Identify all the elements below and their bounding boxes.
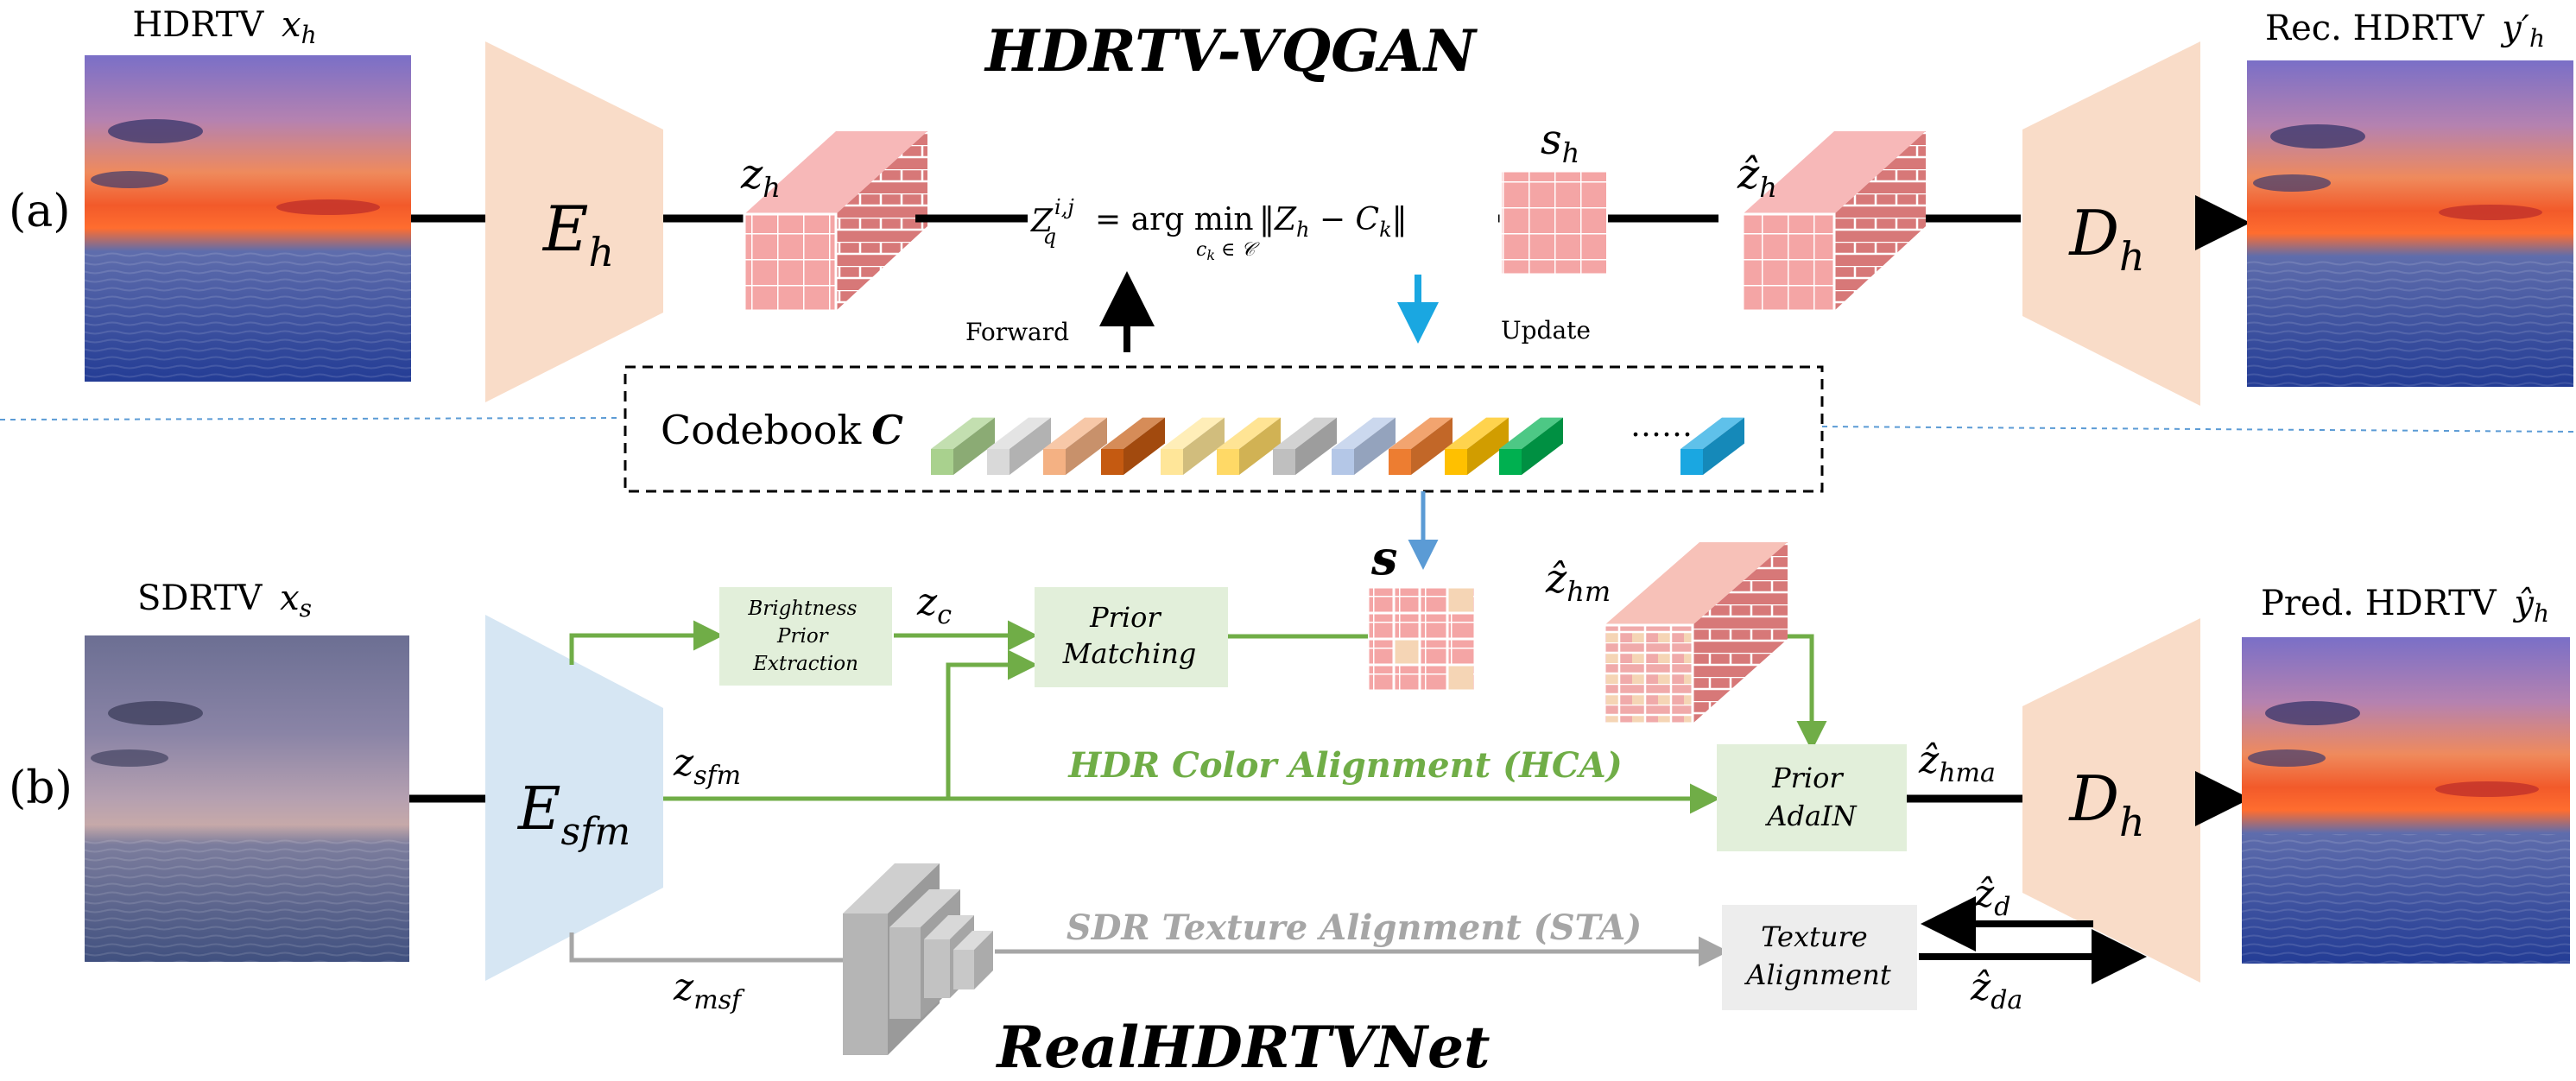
multiscale-feature-blocks [843, 863, 993, 1055]
module-prior-adain-text: Prior AdaIN [1764, 762, 1857, 832]
codebook-entry [1101, 417, 1165, 475]
module-brightness-prior-extraction [719, 587, 892, 686]
feature-cube-zhat-hm [1603, 542, 1788, 725]
codebook-ellipsis: …… [1630, 408, 1693, 444]
hdr-recon-image [2247, 60, 2573, 387]
hdr-input-image [85, 55, 411, 382]
title-hdrtv-vqgan: HDRTV-VQGAN [984, 17, 1478, 85]
codebook-entry [1680, 417, 1744, 475]
module-prior-matching-text: Prior Matching [1062, 601, 1197, 670]
hdr-input-label: HDRTV xh [132, 5, 316, 49]
svg-text:= arg min: = arg min [1095, 202, 1254, 237]
codebook-bars [931, 417, 1744, 475]
label-zsfm: zsfm [673, 741, 741, 791]
label-sh: sh [1541, 116, 1579, 169]
codebook-entry [1499, 417, 1563, 475]
gray-connectors [569, 932, 1729, 967]
hdr-pred-label: Pred. HDRTV ŷh [2261, 584, 2549, 628]
label-zmsf: zmsf [673, 965, 745, 1015]
module-brightness-text: Brightness Prior Extraction [747, 597, 863, 675]
sdr-input-label: SDRTV xs [137, 578, 312, 623]
module-texture-alignment [1722, 905, 1917, 1010]
label-zhat-h: ẑh [1737, 150, 1777, 204]
module-prior-matching [1035, 587, 1228, 687]
token-map-sh [1499, 169, 1610, 276]
svg-text:Esfm: Esfm [516, 775, 630, 854]
row-marker-a: (a) [9, 186, 71, 237]
codebook-entry [1217, 417, 1281, 475]
codebook-entry [1273, 417, 1337, 475]
codebook-entry [1161, 417, 1225, 475]
codebook-entry [1332, 417, 1396, 475]
svg-text:‖Zh − Ck‖: ‖Zh − Ck‖ [1259, 202, 1408, 242]
section-divider-left [0, 417, 623, 420]
label-sta-branch: SDR Texture Alignment (STA) [1066, 907, 1642, 948]
hdr-recon-label: Rec. HDRTV y′h [2265, 9, 2545, 53]
row-marker-b: (b) [9, 762, 73, 814]
svg-text:Dh: Dh [2067, 197, 2144, 280]
codebook-entry [1043, 417, 1107, 475]
token-map-s [1366, 585, 1477, 692]
title-realhdrtvnet: RealHDRTVNet [995, 1014, 1490, 1081]
label-s: s [1370, 530, 1397, 585]
label-zc: zc [916, 580, 952, 630]
codebook-entry [987, 417, 1051, 475]
codebook-entry [1389, 417, 1453, 475]
label-hca-branch: HDR Color Alignment (HCA) [1067, 745, 1622, 786]
label-forward: Forward [965, 318, 1069, 346]
decoder-dh-bottom: Dh [2022, 618, 2200, 983]
label-zhat-hma: ẑhma [1918, 738, 1996, 788]
label-update: Update [1501, 316, 1591, 345]
feature-cube-zh [743, 131, 927, 313]
encoder-eh: Eh [485, 41, 663, 402]
svg-text:Zi,jq: Zi,jq [1030, 195, 1074, 249]
codebook-entry [931, 417, 995, 475]
label-zhat-hm: ẑhm [1545, 555, 1611, 608]
svg-text:Eh: Eh [541, 193, 614, 275]
green-connectors [569, 620, 1827, 814]
section-divider-right [1821, 426, 2576, 433]
feature-cube-zhat-h [1741, 131, 1926, 313]
label-zh: zh [740, 150, 781, 204]
decoder-dh-top: Dh [2022, 41, 2200, 406]
sdr-input-image [85, 635, 409, 962]
label-zhat-d: ẑd [1973, 872, 2010, 922]
codebook-box [623, 365, 1824, 493]
hdr-pred-image [2242, 637, 2570, 964]
codebook-entry [1445, 417, 1509, 475]
svg-text:Dh: Dh [2067, 762, 2144, 845]
module-texture-alignment-text: Texture Alignment [1744, 920, 1891, 991]
label-zhat-da: ẑda [1970, 965, 2022, 1015]
svg-text:ck ∈ 𝒞: ck ∈ 𝒞 [1196, 239, 1260, 263]
encoder-esfm: Esfm [485, 615, 663, 981]
module-prior-adain [1717, 744, 1907, 851]
